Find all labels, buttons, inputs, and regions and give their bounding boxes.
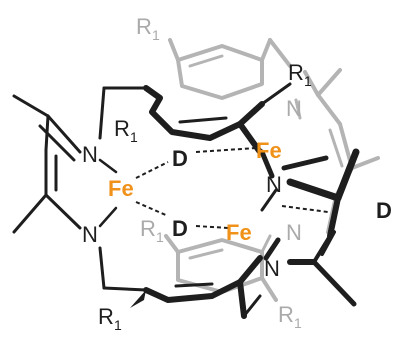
n-fe-center bbox=[260, 188, 278, 212]
n-label-left-bottom: N bbox=[82, 222, 98, 247]
d-label-right: D bbox=[376, 198, 392, 223]
front-lower-ch2 bbox=[237, 279, 247, 319]
n-label-center: N bbox=[266, 172, 282, 197]
front-framework bbox=[12, 82, 360, 319]
back-lower-r1-bond bbox=[260, 276, 278, 302]
r1-front-upper-right: R 1 bbox=[288, 60, 312, 89]
back-nacnac-1 bbox=[303, 70, 320, 97]
r-subscript: 1 bbox=[294, 315, 302, 331]
d-fe-lower-bond bbox=[195, 225, 229, 229]
r-subscript: 1 bbox=[304, 73, 312, 89]
fe-d-right-bond bbox=[281, 205, 329, 213]
right-methyl-bold bbox=[334, 148, 360, 202]
back-ch2-top-2 bbox=[268, 38, 292, 68]
back-lower-r1-left-bond bbox=[164, 234, 180, 254]
r-subscript: 1 bbox=[114, 317, 122, 333]
r-subscript: 1 bbox=[152, 27, 160, 43]
n-fe-bottom bbox=[98, 206, 118, 228]
d-label-bottom: D bbox=[172, 216, 188, 241]
left-methyl-bottom bbox=[12, 193, 48, 234]
right-n-fe bbox=[281, 155, 329, 171]
d-label-top: D bbox=[172, 146, 188, 171]
left-cn-bottom bbox=[44, 193, 82, 230]
r-label: R bbox=[136, 14, 152, 39]
r1-front-upper-left: R 1 bbox=[114, 116, 138, 145]
left-cn-top bbox=[46, 114, 82, 154]
r-label: R bbox=[140, 216, 156, 241]
back-nacnac-methyl-2 bbox=[350, 156, 380, 170]
fe-d-bottom-bond bbox=[135, 201, 169, 217]
r-subscript: 1 bbox=[156, 229, 164, 245]
fe-n-center-top bbox=[259, 149, 275, 179]
n-label-back-bottom: N bbox=[286, 220, 302, 245]
back-ch2-top bbox=[260, 38, 272, 62]
n-label-back-top: N bbox=[286, 96, 302, 121]
front-lower-ring-double bbox=[174, 282, 214, 288]
left-methyl-top bbox=[12, 94, 50, 118]
n-label-left-top: N bbox=[82, 142, 98, 167]
right-cc-double bbox=[320, 230, 336, 256]
back-nacnac-methyl bbox=[316, 68, 342, 97]
r-label: R bbox=[98, 304, 114, 329]
back-r1-bond bbox=[168, 38, 180, 62]
left-cn-top-double bbox=[38, 124, 76, 162]
atom-labels: Fe Fe Fe N N N N N N D D D R 1 R 1 R 1 R… bbox=[82, 14, 392, 333]
front-r1-right-bond bbox=[260, 82, 292, 106]
r-subscript: 1 bbox=[130, 129, 138, 145]
front-lower-ring bbox=[143, 255, 263, 303]
right-cn-bold bbox=[286, 178, 342, 202]
back-n-bond bbox=[294, 98, 302, 120]
r1-front-lower-left: R 1 bbox=[98, 304, 122, 333]
fe-label-left: Fe bbox=[108, 176, 134, 201]
fe-label-upper: Fe bbox=[256, 138, 282, 163]
n-bottom-ch2 bbox=[98, 246, 106, 290]
d-fe-upper-bond bbox=[195, 147, 257, 153]
back-upper-ring-double bbox=[188, 54, 224, 68]
right-cc-bold bbox=[327, 195, 341, 239]
back-lower-ring-double bbox=[188, 248, 224, 260]
back-lower-bond bbox=[260, 234, 272, 254]
n-fe-top bbox=[98, 158, 118, 174]
n-label-lower-right: N bbox=[264, 256, 280, 281]
r1-back-lower-right: R 1 bbox=[278, 302, 302, 331]
front-upper-ring-double bbox=[178, 116, 228, 124]
r1-back-middle: R 1 bbox=[140, 216, 164, 245]
front-lower-ch2-2 bbox=[242, 294, 262, 318]
front-ch2-wedge bbox=[237, 121, 263, 155]
back-nacnac-double bbox=[328, 128, 344, 168]
r1-back-top: R 1 bbox=[136, 14, 160, 43]
front-lower-r1-wedge bbox=[130, 290, 146, 308]
fe-label-lower: Fe bbox=[226, 220, 252, 245]
r-label: R bbox=[288, 60, 304, 85]
r-label: R bbox=[114, 116, 130, 141]
back-nacnac-2 bbox=[316, 93, 342, 126]
n-fe-lower bbox=[263, 237, 281, 261]
r-label: R bbox=[278, 302, 294, 327]
back-upper-ring bbox=[176, 44, 264, 100]
ch2-bottom bbox=[102, 286, 148, 292]
fe-d-top-bond bbox=[135, 161, 169, 179]
n-top-ch2 bbox=[98, 86, 106, 140]
right-methyl-lower bbox=[311, 259, 357, 307]
